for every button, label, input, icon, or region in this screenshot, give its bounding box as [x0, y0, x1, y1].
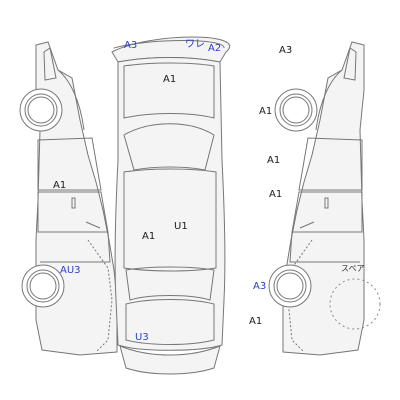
- label-rear-ware: ワレ: [185, 39, 205, 50]
- label-front-u3: U3: [135, 332, 149, 343]
- label-roof-a1: A1: [142, 231, 155, 242]
- hood: [125, 299, 215, 345]
- label-spare: スペア: [341, 264, 364, 273]
- label-left-side-a1: A1: [53, 180, 66, 191]
- label-left-front-au3: AU3: [60, 265, 81, 276]
- right-rear-door: [298, 137, 363, 191]
- windshield: [125, 266, 215, 301]
- label-trunk-a1: A1: [163, 74, 176, 85]
- left-mirror: [85, 221, 101, 229]
- right-door-sill: [289, 231, 362, 263]
- label-roof-u1: U1: [174, 221, 188, 232]
- label-right-top-a3: A3: [279, 45, 292, 56]
- car-body-outline: [114, 57, 226, 351]
- right-fender: [287, 239, 313, 353]
- left-rear-wheel: [19, 88, 63, 132]
- label-right-front-low-a1: A1: [249, 316, 262, 327]
- label-right-front-door-a1: A1: [267, 155, 280, 166]
- damage-labels: A3 ワレ A2 A3 A1 A1 A1 A1 A1 U1 A1 AU3 A3 …: [53, 39, 364, 343]
- label-right-front-door-lower-a1: A1: [269, 189, 282, 200]
- left-rear-door: [37, 137, 102, 191]
- left-front-wheel: [21, 264, 65, 308]
- rear-bumper-inner: [113, 40, 225, 49]
- right-handle: [324, 197, 329, 209]
- label-rear-left-a3: A3: [124, 40, 137, 51]
- front-bumper: [119, 345, 221, 375]
- roof-panel: [123, 168, 217, 272]
- label-right-rear-door-a1: A1: [259, 106, 272, 117]
- label-right-front-a3: A3: [253, 281, 266, 292]
- right-rear-wheel: [274, 88, 318, 132]
- left-fender: [87, 239, 113, 353]
- left-door-sill: [38, 231, 111, 263]
- trunk-lid: [123, 62, 215, 119]
- right-roofline: [315, 69, 343, 131]
- left-side-view: [35, 41, 118, 356]
- left-rear-pillar-outline: [35, 41, 118, 356]
- left-handle-rear: [71, 197, 76, 209]
- right-front-wheel: [268, 264, 312, 308]
- top-view: [111, 36, 230, 375]
- right-rear-window: [343, 47, 357, 81]
- label-rear-right-a2: A2: [208, 43, 221, 54]
- left-roofline: [57, 69, 85, 131]
- right-mirror: [299, 221, 315, 229]
- left-rear-window: [43, 47, 57, 81]
- spare-tire: [329, 278, 381, 330]
- rear-window: [123, 123, 215, 171]
